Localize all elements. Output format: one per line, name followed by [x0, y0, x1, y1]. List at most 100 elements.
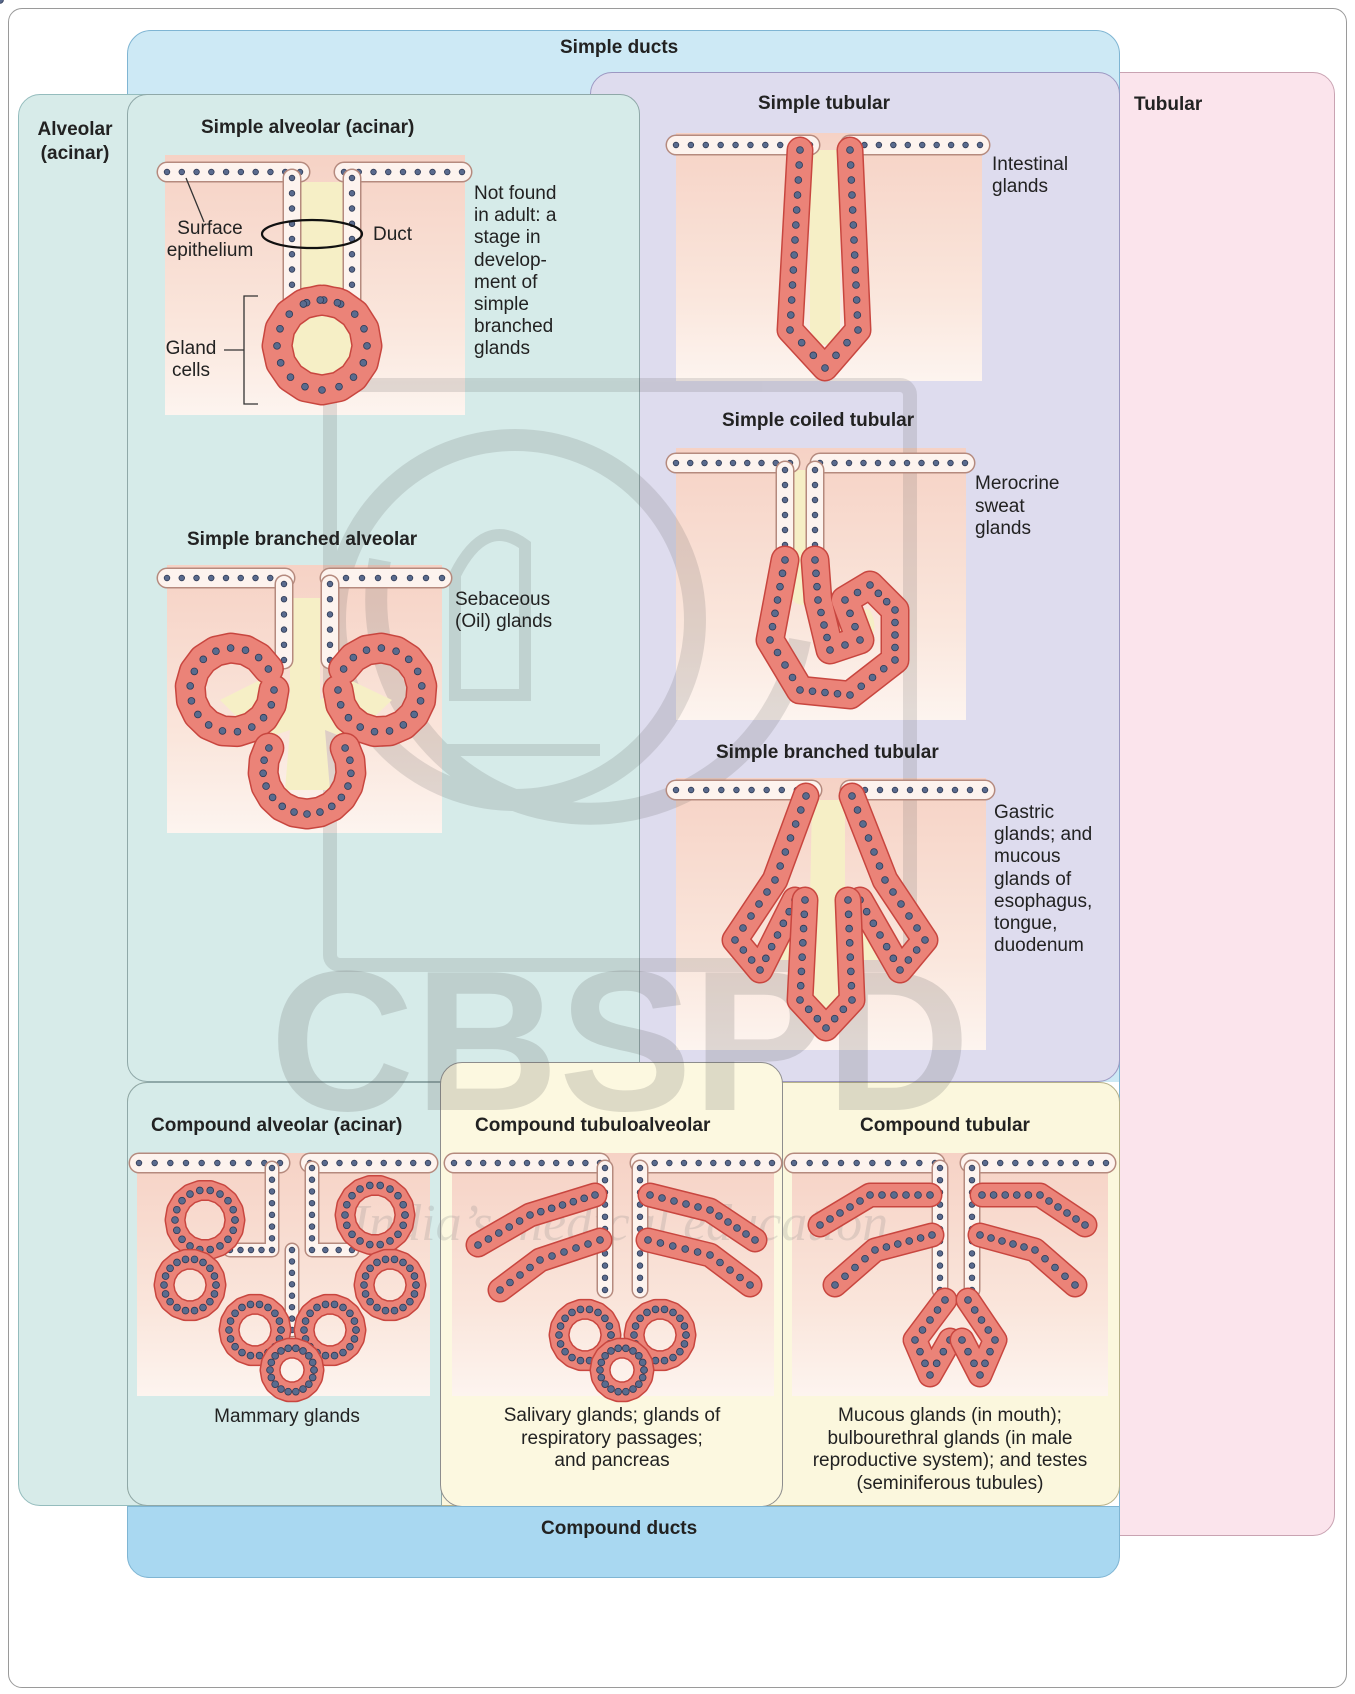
ca-lobule-4-nucleus — [367, 1298, 374, 1305]
ct-tubule-2-nucleus — [894, 1241, 901, 1248]
sct-coil-nucleus — [867, 582, 874, 589]
sa-surface-right-nucleus — [444, 169, 450, 175]
cta-tubule-1-nucleus — [527, 1212, 534, 1219]
ca-lobule-5-nucleus — [256, 1301, 263, 1308]
ca-lobule-4-nucleus — [374, 1259, 381, 1266]
sa-alveolus-nucleus — [317, 297, 324, 304]
ca-surface-right-nucleus — [337, 1160, 343, 1166]
ct-surface-left-nucleus — [885, 1160, 891, 1166]
sbt-branch-right-nucleus — [890, 889, 897, 896]
ca-lobule-6-nucleus — [322, 1352, 329, 1359]
sba-duct-right-nucleus — [327, 627, 333, 633]
ca-lobule-4-nucleus — [391, 1307, 398, 1314]
sba-duct-left-nucleus — [281, 642, 287, 648]
sba-lobe-bottom-nucleus — [279, 803, 286, 810]
sbt-branch-right-nucleus — [871, 849, 878, 856]
sct-duct-right-nucleus — [812, 467, 818, 473]
sct-duct-left-nucleus — [782, 527, 788, 533]
cta-lobule-2-nucleus — [683, 1332, 690, 1339]
ca-lobule-1-nucleus — [217, 1243, 224, 1250]
ca-duct-left-nucleus — [269, 1200, 275, 1206]
ca-lobule-5-nucleus — [226, 1327, 233, 1334]
ca-lobule-4-nucleus — [411, 1290, 418, 1297]
st-tubule-nucleus — [787, 312, 794, 319]
ct-tubule-2-nucleus — [832, 1282, 839, 1289]
sbt-branch-left-nucleus — [797, 807, 804, 814]
cta-tubule-4-nucleus — [682, 1246, 689, 1253]
sba-lobe-left-nucleus — [227, 645, 234, 652]
sct-surface-left-nucleus — [702, 460, 708, 466]
ct-surface-right-nucleus — [1073, 1160, 1079, 1166]
sba-lobe-left-nucleus — [187, 682, 194, 689]
sba-lobe-left-nucleus — [219, 728, 226, 735]
sba-surface-right-nucleus — [375, 575, 381, 581]
sba-lobe-left-nucleus — [255, 654, 262, 661]
ct-tubule-2-nucleus — [862, 1255, 869, 1262]
st-tubule-nucleus — [822, 365, 829, 372]
sct-duct-right-nucleus — [812, 512, 818, 518]
cta-surface-left-nucleus — [495, 1160, 501, 1166]
sct-coil-nucleus — [818, 609, 825, 616]
ct-tubule-3-nucleus — [990, 1192, 997, 1199]
sct-coil-cells — [770, 560, 895, 695]
sbt-branch-left-nucleus — [772, 877, 779, 884]
cta-duct-right-nucleus — [637, 1165, 643, 1171]
ca-duct-left-nucleus — [269, 1224, 275, 1230]
sbt-branch-left-nucleus — [777, 863, 784, 870]
sct-coil-nucleus — [782, 557, 789, 564]
sbt-branch-center-nucleus — [848, 982, 855, 989]
ct-tubule-6-nucleus — [971, 1360, 978, 1367]
sbt-branch-center-nucleus — [847, 954, 854, 961]
cta-tubule-4-nucleus — [747, 1282, 754, 1289]
cta-lobule-1-nucleus — [557, 1323, 564, 1330]
sct-surface-right-nucleus — [919, 460, 925, 466]
compound-tubuloalveolar-title: Compound tubuloalveolar — [475, 1115, 710, 1137]
sct-surface-left-nucleus — [687, 460, 693, 466]
ca-lobule-4-nucleus — [400, 1304, 407, 1311]
ca-lobule-6-nucleus — [340, 1304, 347, 1311]
sbt-branch-right-nucleus — [863, 908, 870, 915]
sbt-branch-right-nucleus — [870, 920, 877, 927]
sba-surface-left-nucleus — [223, 575, 229, 581]
sa-surface-right-nucleus — [459, 169, 465, 175]
ca-duct-left-nucleus — [269, 1212, 275, 1218]
cta-tubule-3-nucleus — [716, 1213, 723, 1220]
cta-surface-left-nucleus — [510, 1160, 516, 1166]
ct-tubule-4-nucleus — [988, 1235, 995, 1242]
ct-duct-left-nucleus — [937, 1214, 943, 1220]
st-tubule-nucleus — [798, 339, 805, 346]
sbt-branch-right-nucleus — [898, 901, 905, 908]
cta-tubule-1-nucleus — [592, 1192, 599, 1199]
st-tubule-nucleus — [833, 352, 840, 359]
sba-duct-left-nucleus — [281, 612, 287, 618]
ct-tubule-5-nucleus — [922, 1360, 929, 1367]
ca-lobule-5-nucleus — [276, 1318, 283, 1325]
ca-lobule-4-nucleus — [407, 1265, 414, 1272]
sct-duct-left-nucleus — [782, 512, 788, 518]
ca-lobule-2-nucleus — [167, 1265, 174, 1272]
sba-duct-left-nucleus — [281, 596, 287, 602]
ca-lobule-2-nucleus — [174, 1304, 181, 1311]
ca-lobule-1-nucleus — [217, 1191, 224, 1198]
sba-duct-right-nucleus — [327, 612, 333, 618]
sa-duct-left-nucleus — [289, 251, 295, 257]
sba-lobe-right-nucleus — [418, 682, 425, 689]
sbt-branch-right-nucleus — [922, 937, 929, 944]
ct-surface-left-nucleus — [917, 1160, 923, 1166]
cta-lobule-2-nucleus — [661, 1306, 668, 1313]
ca-duct-left-nucleus — [248, 1247, 254, 1253]
cta-surface-left-nucleus — [568, 1160, 574, 1166]
sba-lobe-right-nucleus — [371, 728, 378, 735]
sbt-surface-left-nucleus — [764, 787, 770, 793]
ca-lobule-6-nucleus — [307, 1310, 314, 1317]
ct-duct-left-nucleus — [937, 1263, 943, 1269]
cta-tubule-3-nucleus — [707, 1207, 714, 1214]
sa-duct-right-nucleus — [349, 206, 355, 212]
sbt-branch-right-nucleus — [914, 925, 921, 932]
sct-surface-right-nucleus — [962, 460, 968, 466]
ca-lobule-3-nucleus — [342, 1212, 349, 1219]
sbt-branch-left-nucleus — [787, 835, 794, 842]
sbt-surface-left-nucleus — [749, 787, 755, 793]
cta-lobule-2-nucleus — [670, 1354, 677, 1361]
ca-lobule-3-nucleus — [387, 1238, 394, 1245]
